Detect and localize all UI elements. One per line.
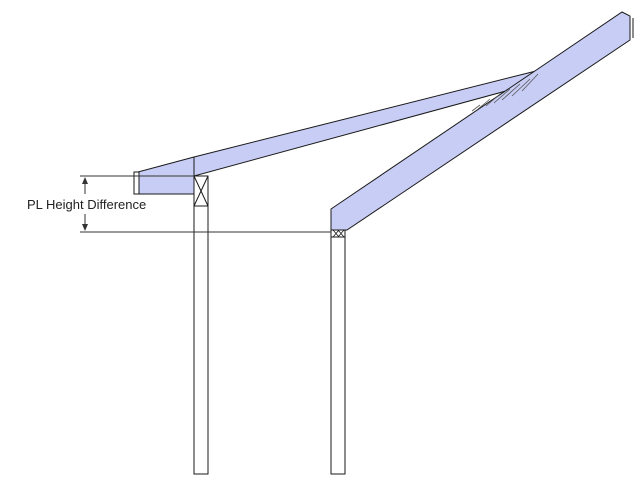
rafter-tail-block [133,171,140,195]
right-plate-hatch [332,229,345,238]
left-plate-cross-b [193,175,209,207]
lower-pitch-rafter [137,69,542,195]
rafter-intersection-hatch [471,73,539,112]
arrow-up-icon [82,177,88,184]
left-post [193,175,209,475]
right-post [330,229,346,475]
arrow-down-icon [82,224,88,231]
dimension-label: PL Height Difference [27,197,146,212]
